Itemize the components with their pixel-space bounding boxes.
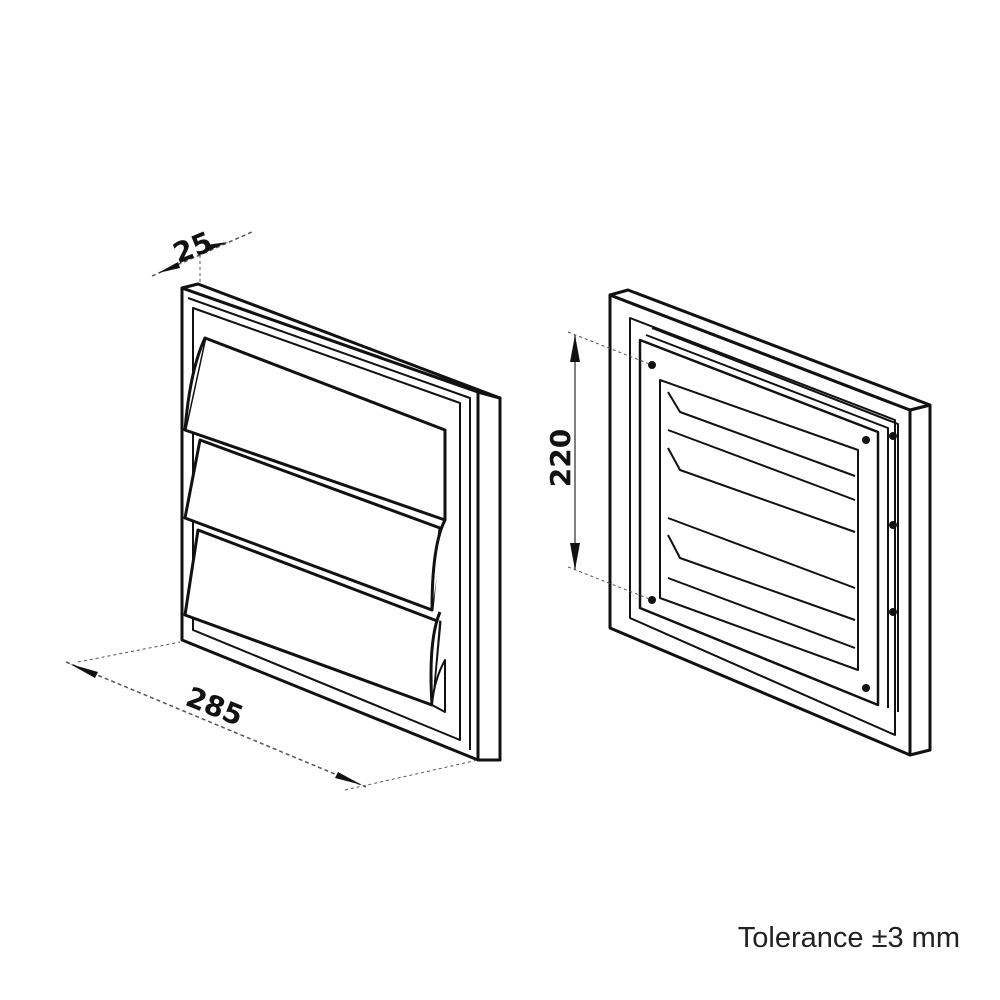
screw-icon [862,436,870,444]
back-louvre-1b [667,429,856,501]
height-arrow-bottom [570,543,580,570]
width-arrow-right [335,772,362,785]
back-grille-opening [659,379,859,671]
back-spigot-sleeve-outer [651,327,899,712]
front-frame-top [180,282,502,400]
louvre-lower-lip [431,659,446,713]
front-view-vent [180,282,502,762]
screw-icon [862,684,870,692]
back-louvre-3 [667,534,856,621]
louvre-middle-curl [430,519,447,611]
louvre-top-curl [183,337,207,431]
dimension-height: 220 [544,331,653,601]
back-frame-side [908,403,932,757]
back-view-vent [608,288,932,757]
width-label: 285 [181,680,248,732]
screw-icon [889,521,897,529]
back-screws [648,361,897,692]
depth-arrow-right [206,242,228,251]
width-arrow-left [70,664,98,678]
screw-icon [889,432,897,440]
width-ext-line-right [344,759,479,791]
height-label: 220 [544,429,577,487]
back-louvre-1 [667,391,856,477]
back-spigot-sleeve [645,334,889,708]
width-ext-line-left [77,641,181,663]
tolerance-note: Tolerance ±3 mm [737,922,960,954]
back-frame-top [608,288,932,412]
width-dim-line [65,661,367,788]
depth-arrow-left [158,262,180,273]
height-arrow-top [570,335,580,362]
front-frame-side [476,390,502,762]
screw-icon [889,608,897,616]
back-louvre-2 [667,447,856,533]
back-louvre-3b [667,577,856,649]
back-louvre-2b [667,517,856,589]
depth-dim-line [151,231,253,277]
louvre-bottom-curl [429,611,442,706]
dimension-depth: 25 [151,225,253,284]
front-inner-rim [187,297,471,750]
